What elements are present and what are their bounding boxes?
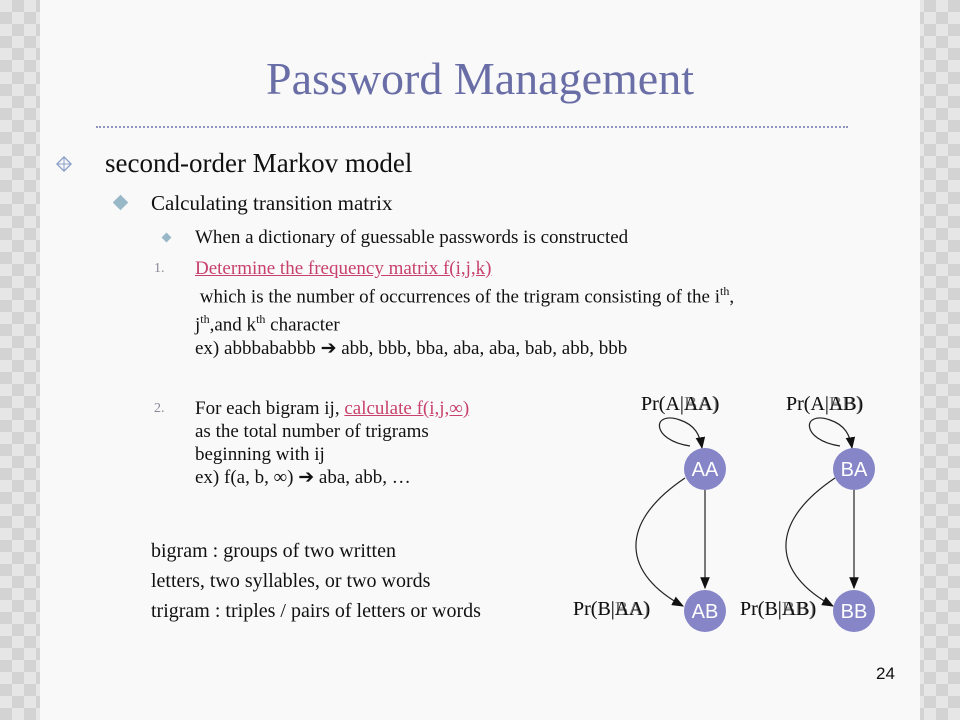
self-loop-ba	[808, 417, 856, 450]
bullet-level1-text: second-order Markov model	[105, 148, 413, 178]
title-divider	[96, 126, 848, 128]
node-bb-label: BB	[841, 601, 868, 623]
page-number: 24	[876, 664, 895, 683]
edge-curve-ab	[635, 477, 686, 607]
step-2-number: 2.	[154, 401, 165, 416]
diamond-bullet-icon	[56, 156, 72, 172]
note-bigram: bigram : groups of two written	[151, 540, 396, 562]
step-1-line3-mid: ,and k	[209, 314, 257, 336]
step-1-example-rhs: abb, bbb, bba, aba, aba, bab, abb, bbb	[341, 337, 628, 359]
arrow-right-icon: ➔	[320, 337, 337, 359]
edge-label-ab-in-ghost: Pr(B|BA)	[573, 598, 649, 620]
node-aa	[684, 448, 726, 490]
step-2-example-rhs: aba, abb, …	[318, 467, 411, 488]
slide: Password Management second-order Markov …	[40, 0, 920, 720]
node-bb	[833, 590, 875, 632]
node-ba	[833, 448, 875, 490]
step-2-line3: beginning with ij	[195, 444, 325, 465]
bullet-level2-text: Calculating transition matrix	[151, 191, 393, 215]
edge-label-bb-in: Pr(B|AB)	[740, 598, 816, 620]
node-ab	[684, 590, 726, 632]
step-2: 2. For each bigram ij, calculate f(i,j,∞…	[154, 397, 595, 489]
bullet-level1: second-order Markov model	[56, 148, 413, 179]
edge-label-ba-self-ghost: Pr(A|BB)	[786, 393, 862, 415]
step-1-line3-tail: character	[265, 314, 340, 336]
node-aa-label: AA	[692, 459, 719, 481]
frequency-matrix-link[interactable]: Determine the frequency matrix f(i,j,k)	[195, 258, 492, 279]
edge-label-aa-self-ghost: Pr(A|BA)	[641, 393, 718, 415]
edge-curve-bb	[785, 477, 836, 607]
node-ba-label: BA	[841, 459, 868, 481]
step-1-line2: which is the number of occurrences of th…	[199, 286, 720, 308]
superscript-th: th	[200, 312, 210, 327]
markov-diagram: AA BA AB BB Pr(A|BA) Pr(A|AA) Pr(A|BB) P…	[573, 393, 875, 632]
step-1-line3-j: j	[195, 314, 201, 336]
edge-label-ab-in: Pr(B|AA)	[573, 598, 650, 620]
self-loop-aa	[658, 417, 706, 450]
edge-label-ba-self: Pr(A|AB)	[786, 393, 863, 415]
note-trigram: trigram : triples / pairs of letters or …	[151, 600, 481, 622]
step-1-example-lhs: ex) abbbababbb	[195, 337, 316, 359]
step-2-line2: as the total number of trigrams	[195, 421, 429, 442]
step-1-number: 1.	[154, 261, 165, 276]
step-1: 1. Determine the frequency matrix f(i,j,…	[154, 257, 915, 360]
bullet-level2: Calculating transition matrix	[112, 191, 393, 216]
slide-title: Password Management	[266, 53, 694, 104]
node-ab-label: AB	[692, 601, 719, 623]
step-1-line2-tail: ,	[729, 286, 735, 308]
superscript-th: th	[720, 284, 730, 298]
step-2-prefix: For each bigram ij,	[195, 398, 345, 419]
note-bigram-cont: letters, two syllables, or two words	[151, 570, 431, 592]
edge-label-aa-self: Pr(A|AA)	[641, 393, 719, 415]
step-2-example-lhs: ex) f(a, b, ∞)	[195, 467, 294, 488]
edge-label-bb-in-ghost: Pr(B|BB)	[740, 598, 815, 620]
bullet-intro: When a dictionary of guessable passwords…	[161, 226, 629, 249]
superscript-th: th	[256, 312, 266, 327]
calculate-f-link[interactable]: calculate f(i,j,∞)	[344, 398, 470, 419]
bullet-intro-text: When a dictionary of guessable passwords…	[195, 227, 629, 248]
arrow-right-icon: ➔	[298, 467, 315, 488]
